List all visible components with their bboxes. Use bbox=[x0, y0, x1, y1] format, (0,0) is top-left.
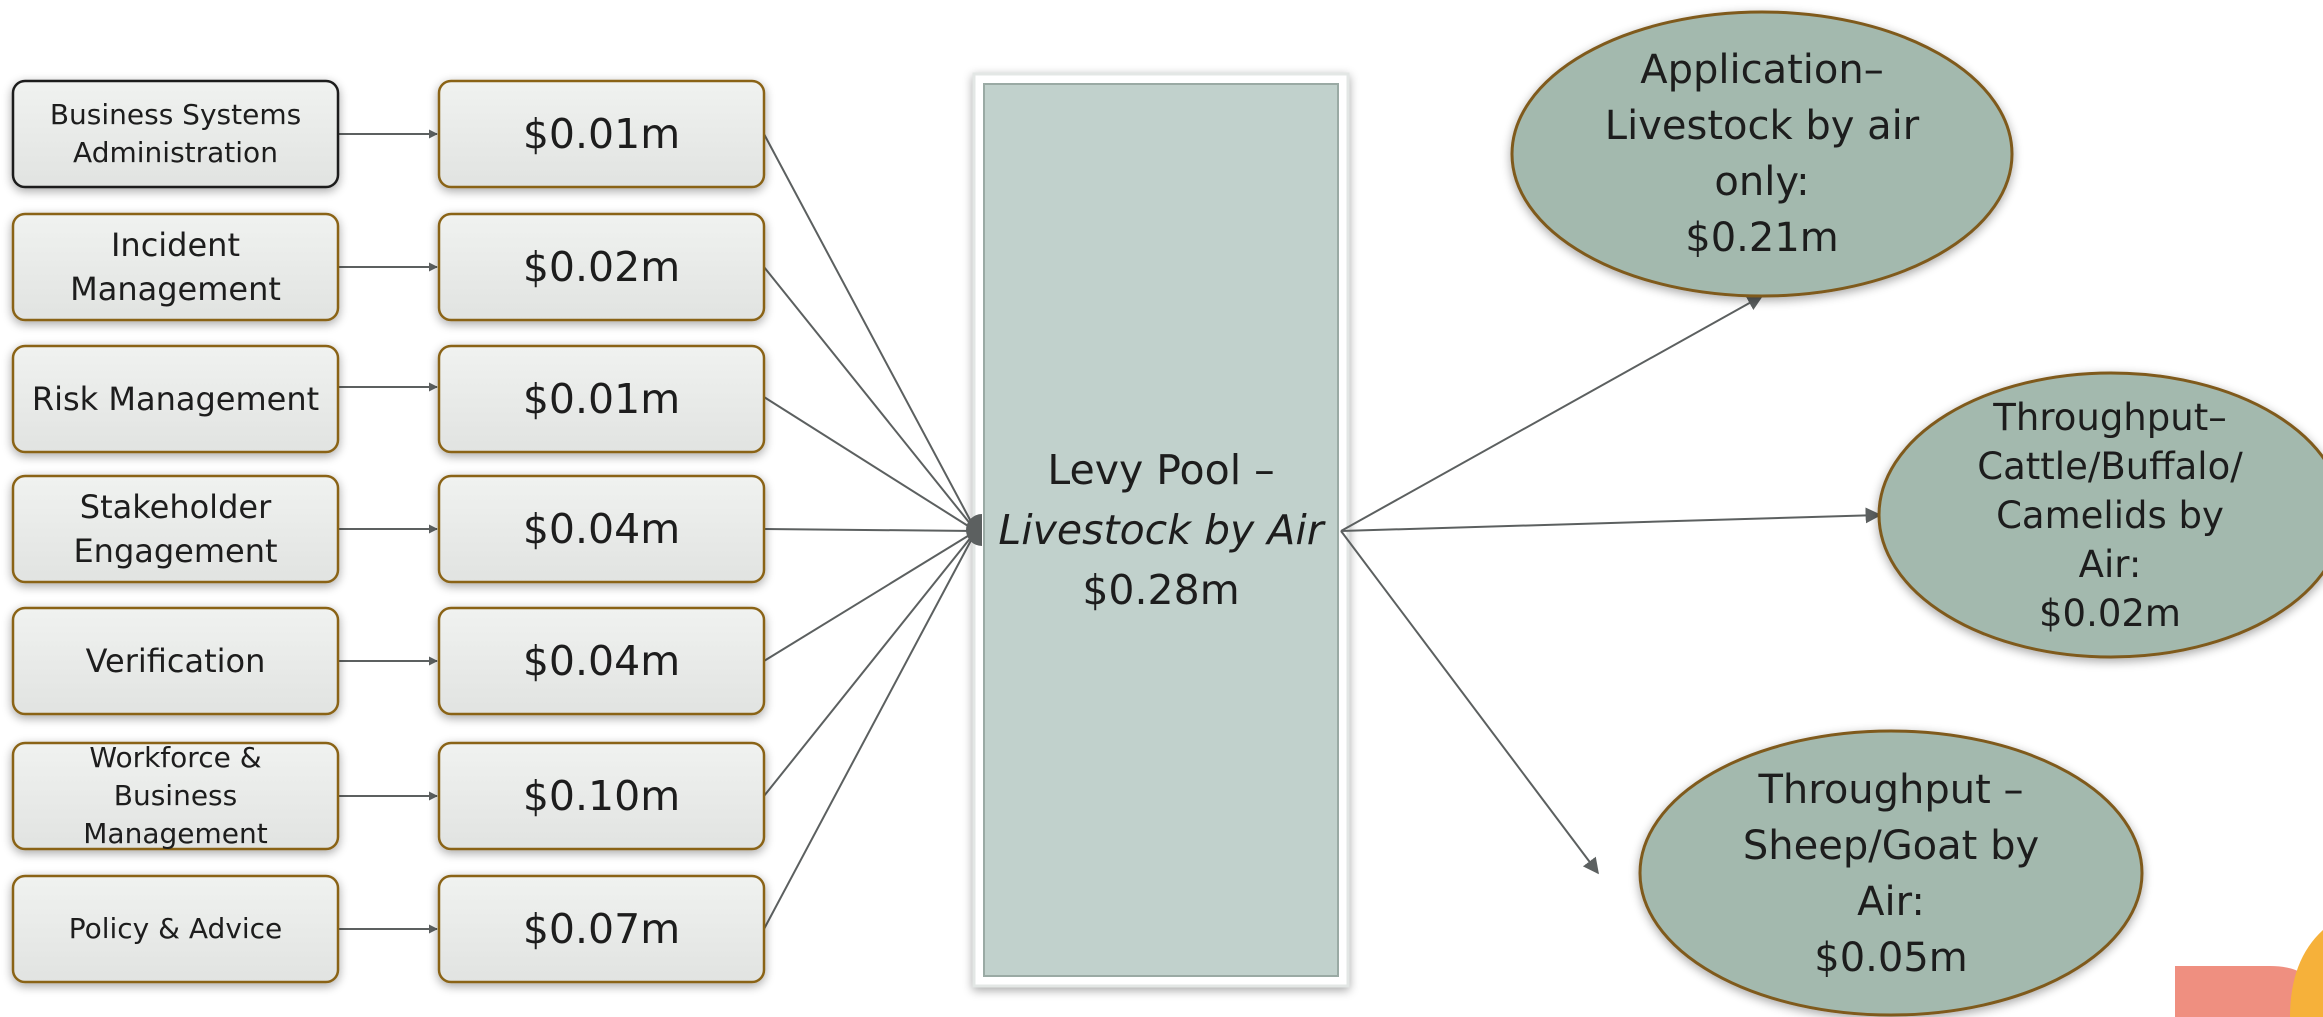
category-box-3 bbox=[11, 344, 340, 454]
output-ellipse-3 bbox=[1638, 729, 2144, 1017]
connector-5 bbox=[763, 530, 977, 662]
out-arrow-2 bbox=[1340, 507, 1882, 532]
output-ellipse-1 bbox=[1510, 10, 2014, 298]
levy-pool-inlet-icon bbox=[966, 514, 982, 546]
connector-7 bbox=[763, 530, 977, 930]
orange-shape-icon bbox=[2290, 930, 2323, 1017]
amount-box-3 bbox=[437, 344, 766, 454]
connector-1 bbox=[763, 133, 977, 532]
amount-box-2 bbox=[437, 212, 766, 322]
category-arrows bbox=[338, 129, 438, 934]
category-box-4 bbox=[11, 474, 340, 584]
connector-3 bbox=[763, 396, 977, 532]
amount-box-1 bbox=[437, 79, 766, 189]
corner-accent bbox=[2175, 930, 2323, 1017]
fan-in-connectors bbox=[763, 133, 977, 930]
connector-2 bbox=[763, 266, 977, 532]
amount-boxes bbox=[437, 79, 766, 984]
category-box-7 bbox=[11, 874, 340, 984]
category-box-2 bbox=[11, 212, 340, 322]
output-ellipse-2 bbox=[1877, 371, 2323, 659]
out-arrow-1 bbox=[1340, 295, 1764, 532]
category-boxes bbox=[11, 79, 340, 984]
amount-box-4 bbox=[437, 474, 766, 584]
category-box-6 bbox=[11, 741, 340, 851]
levy-pool-box bbox=[983, 83, 1339, 977]
connector-6 bbox=[763, 530, 977, 797]
amount-box-7 bbox=[437, 874, 766, 984]
connector-4 bbox=[763, 528, 977, 532]
output-ellipses bbox=[1510, 10, 2323, 1017]
category-box-5 bbox=[11, 606, 340, 716]
out-arrow-3 bbox=[1340, 530, 1599, 875]
amount-box-6 bbox=[437, 741, 766, 851]
salmon-shape-icon bbox=[2175, 966, 2323, 1017]
levy-pool bbox=[966, 72, 1350, 988]
amount-box-5 bbox=[437, 606, 766, 716]
fan-out-arrows bbox=[1340, 295, 1882, 875]
category-box-1 bbox=[11, 79, 340, 189]
